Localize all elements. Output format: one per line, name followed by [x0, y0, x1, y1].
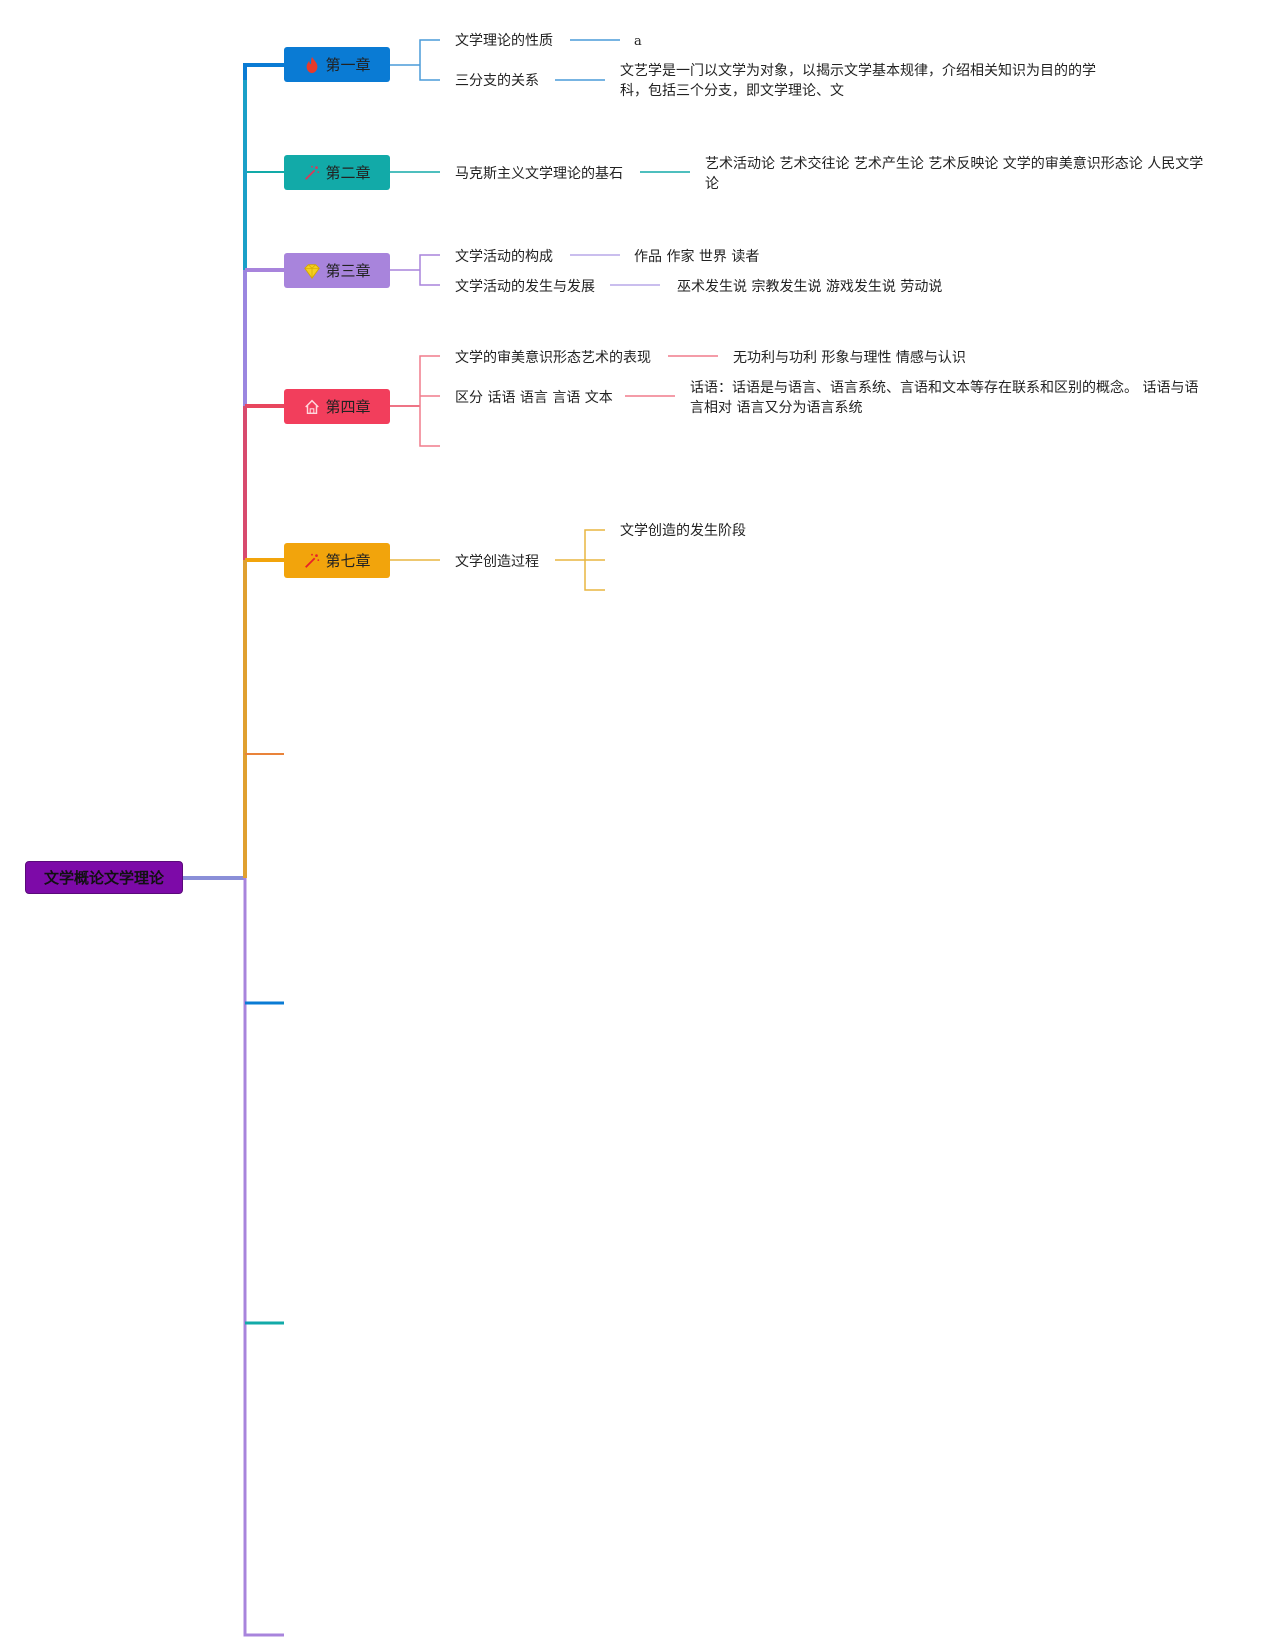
detail-node[interactable]: 艺术活动论 艺术交往论 艺术产生论 艺术反映论 文学的审美意识形态论 人民文学论 [705, 156, 1204, 192]
topic-node[interactable]: 文学创造过程 [455, 554, 539, 570]
detail-node[interactable]: 话语：话语是与语言、语言系统、言语和文本等存在联系和区别的概念。 话语与语言相对… [690, 380, 1199, 416]
detail-node[interactable]: 文学创造的发生阶段 [620, 523, 746, 539]
topic-node[interactable]: 区分 话语 语言 言语 文本 [455, 390, 613, 406]
chapter-node-ch3[interactable]: 第三章 [284, 253, 390, 288]
detail-node[interactable]: a [634, 34, 642, 49]
chapter-node-ch2[interactable]: 第二章 [284, 155, 390, 190]
chapter-label: 第三章 [325, 262, 371, 280]
chapter-label: 第四章 [325, 398, 371, 416]
chapter-label: 第一章 [325, 56, 371, 74]
chapter-node-ch4[interactable]: 第四章 [284, 389, 390, 424]
topic-node[interactable]: 文学理论的性质 [455, 33, 553, 49]
topic-node[interactable]: 文学活动的发生与发展 [455, 279, 595, 295]
diamond-icon [303, 262, 321, 280]
chapter-node-ch1[interactable]: 第一章 [284, 47, 390, 82]
chapter-node-ch7[interactable]: 第七章 [284, 543, 390, 578]
topic-node[interactable]: 文学活动的构成 [455, 249, 553, 265]
magic-wand-icon [303, 164, 321, 182]
home-icon [303, 398, 321, 416]
topic-node[interactable]: 马克斯主义文学理论的基石 [455, 166, 623, 182]
detail-node[interactable]: 无功利与功利 形象与理性 情感与认识 [733, 350, 966, 366]
fire-icon [303, 56, 321, 74]
topic-node[interactable]: 三分支的关系 [455, 73, 539, 89]
detail-node[interactable]: 文艺学是一门以文学为对象，以揭示文学基本规律，介绍相关知识为目的的学科，包括三个… [620, 63, 1096, 99]
chapter-label: 第七章 [325, 552, 371, 570]
topic-node[interactable]: 文学的审美意识形态艺术的表现 [455, 350, 651, 366]
root-node[interactable]: 文学概论文学理论 [25, 861, 183, 894]
chapter-label: 第二章 [325, 164, 371, 182]
detail-node[interactable]: 巫术发生说 宗教发生说 游戏发生说 劳动说 [677, 279, 943, 295]
magic-wand-icon [303, 552, 321, 570]
detail-node[interactable]: 作品 作家 世界 读者 [634, 249, 760, 265]
